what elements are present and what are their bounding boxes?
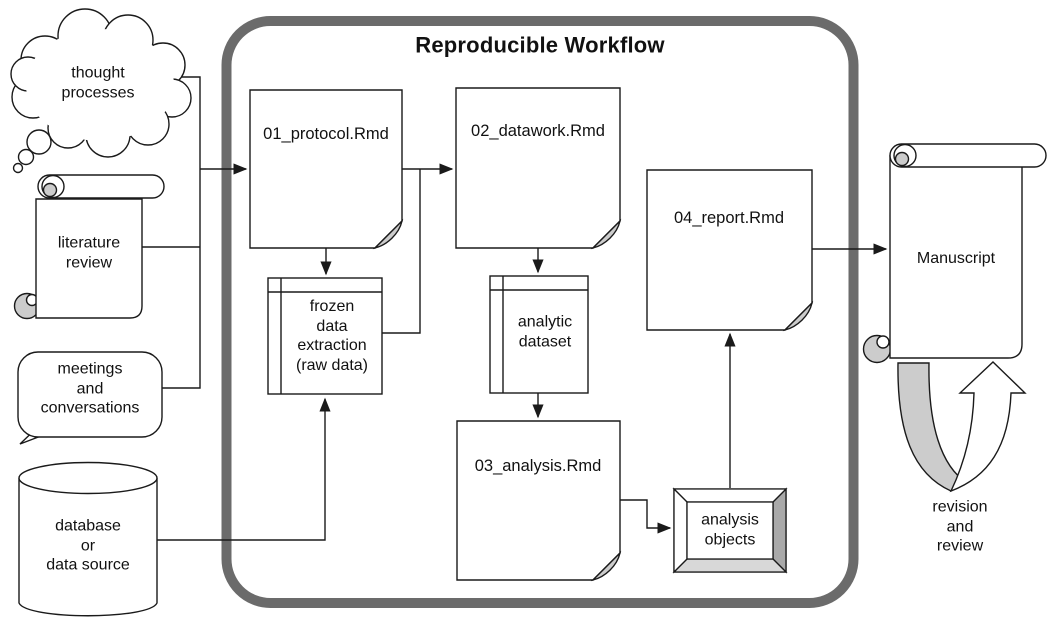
- frozen-storage-shape: [267, 277, 383, 395]
- workflow-title: Reproducible Workflow: [415, 32, 665, 58]
- datawork-doc-label: 02_datawork.Rmd: [471, 121, 605, 140]
- analysis-objects-label: analysis objects: [701, 511, 759, 548]
- report-doc-label: 04_report.Rmd: [673, 208, 785, 227]
- workflow-container-border: [221, 16, 859, 608]
- revision-review-label: revision and review: [932, 498, 988, 555]
- manuscript-scroll-shape: [862, 143, 1047, 364]
- analysis-objects-frame-shape: [672, 487, 788, 574]
- analysis-doc-label: 03_analysis.Rmd: [474, 456, 602, 475]
- meetings-label: meetings and conversations: [40, 360, 140, 417]
- connector-lines: [142, 76, 888, 541]
- meetings-bubble-shape: [17, 351, 163, 445]
- connector-database-to-frozen: [157, 397, 331, 541]
- literature-scroll-shape: [13, 174, 165, 320]
- analysis-document-shape: [456, 420, 622, 582]
- thought-trail-bubble-medium: [17, 148, 35, 166]
- revision-ribbon-shape: [897, 362, 969, 492]
- thought-processes-label: thought processes: [61, 64, 135, 101]
- analytic-dataset-label: analytic dataset: [517, 313, 573, 350]
- review-up-arrow-shape: [949, 361, 1027, 493]
- frozen-data-label: frozen data extraction (raw data): [295, 297, 369, 374]
- thought-trail-bubble-large: [26, 129, 52, 155]
- storage-shapes: [267, 275, 589, 395]
- thought-cloud-shape: [10, 8, 192, 174]
- protocol-document-shape: [249, 89, 404, 250]
- database-label: database or data source: [46, 517, 130, 574]
- revision-review-shapes: [897, 361, 1027, 493]
- thought-trail-bubble-small: [12, 162, 24, 174]
- manuscript-label: Manuscript: [916, 250, 996, 268]
- datawork-document-shape: [455, 87, 622, 250]
- connector-analysis-to-objects: [620, 499, 672, 534]
- literature-review-label: literature review: [57, 234, 121, 271]
- analytic-storage-shape: [489, 275, 589, 394]
- connector-frozen-to-datawork: [382, 169, 421, 334]
- report-document-shape: [646, 169, 814, 332]
- connector-collector-left: [162, 76, 201, 389]
- protocol-doc-label: 01_protocol.Rmd: [263, 124, 389, 143]
- database-cylinder-shape: [18, 461, 158, 617]
- document-shapes: [249, 87, 814, 582]
